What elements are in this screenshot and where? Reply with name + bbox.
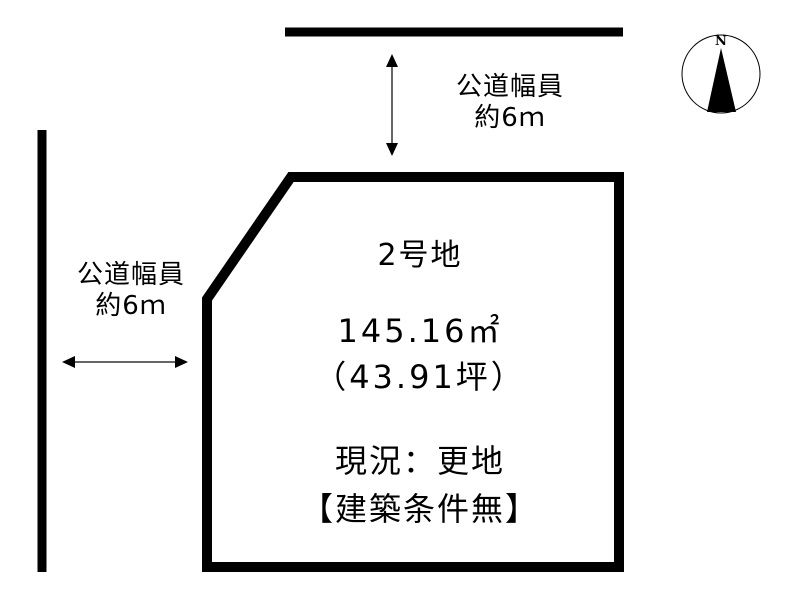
- west-road-width: 約6ｍ: [95, 291, 167, 322]
- plot-area-tsubo: （43.91坪）: [314, 358, 526, 396]
- plot-area-sqm: 145.16㎡: [337, 312, 503, 350]
- north-road-width-arrow: [386, 54, 398, 156]
- north-arrow-icon: N: [681, 34, 761, 114]
- west-road-type: 公道幅員: [76, 260, 185, 290]
- plot-name: 2号地: [377, 238, 463, 273]
- plot-current-status: 現況：更地: [334, 442, 505, 480]
- plot-building-condition: 【建築条件無】: [300, 490, 539, 528]
- north-road-width: 約6ｍ: [474, 103, 546, 134]
- svg-text:N: N: [715, 34, 727, 49]
- north-road-width-label: 公道幅員 約6ｍ: [430, 72, 590, 134]
- west-road-width-arrow: [62, 356, 188, 368]
- plot-boundary: [202, 172, 624, 572]
- west-road-width-label: 公道幅員 約6ｍ: [56, 260, 206, 322]
- north-road-type: 公道幅員: [455, 72, 564, 102]
